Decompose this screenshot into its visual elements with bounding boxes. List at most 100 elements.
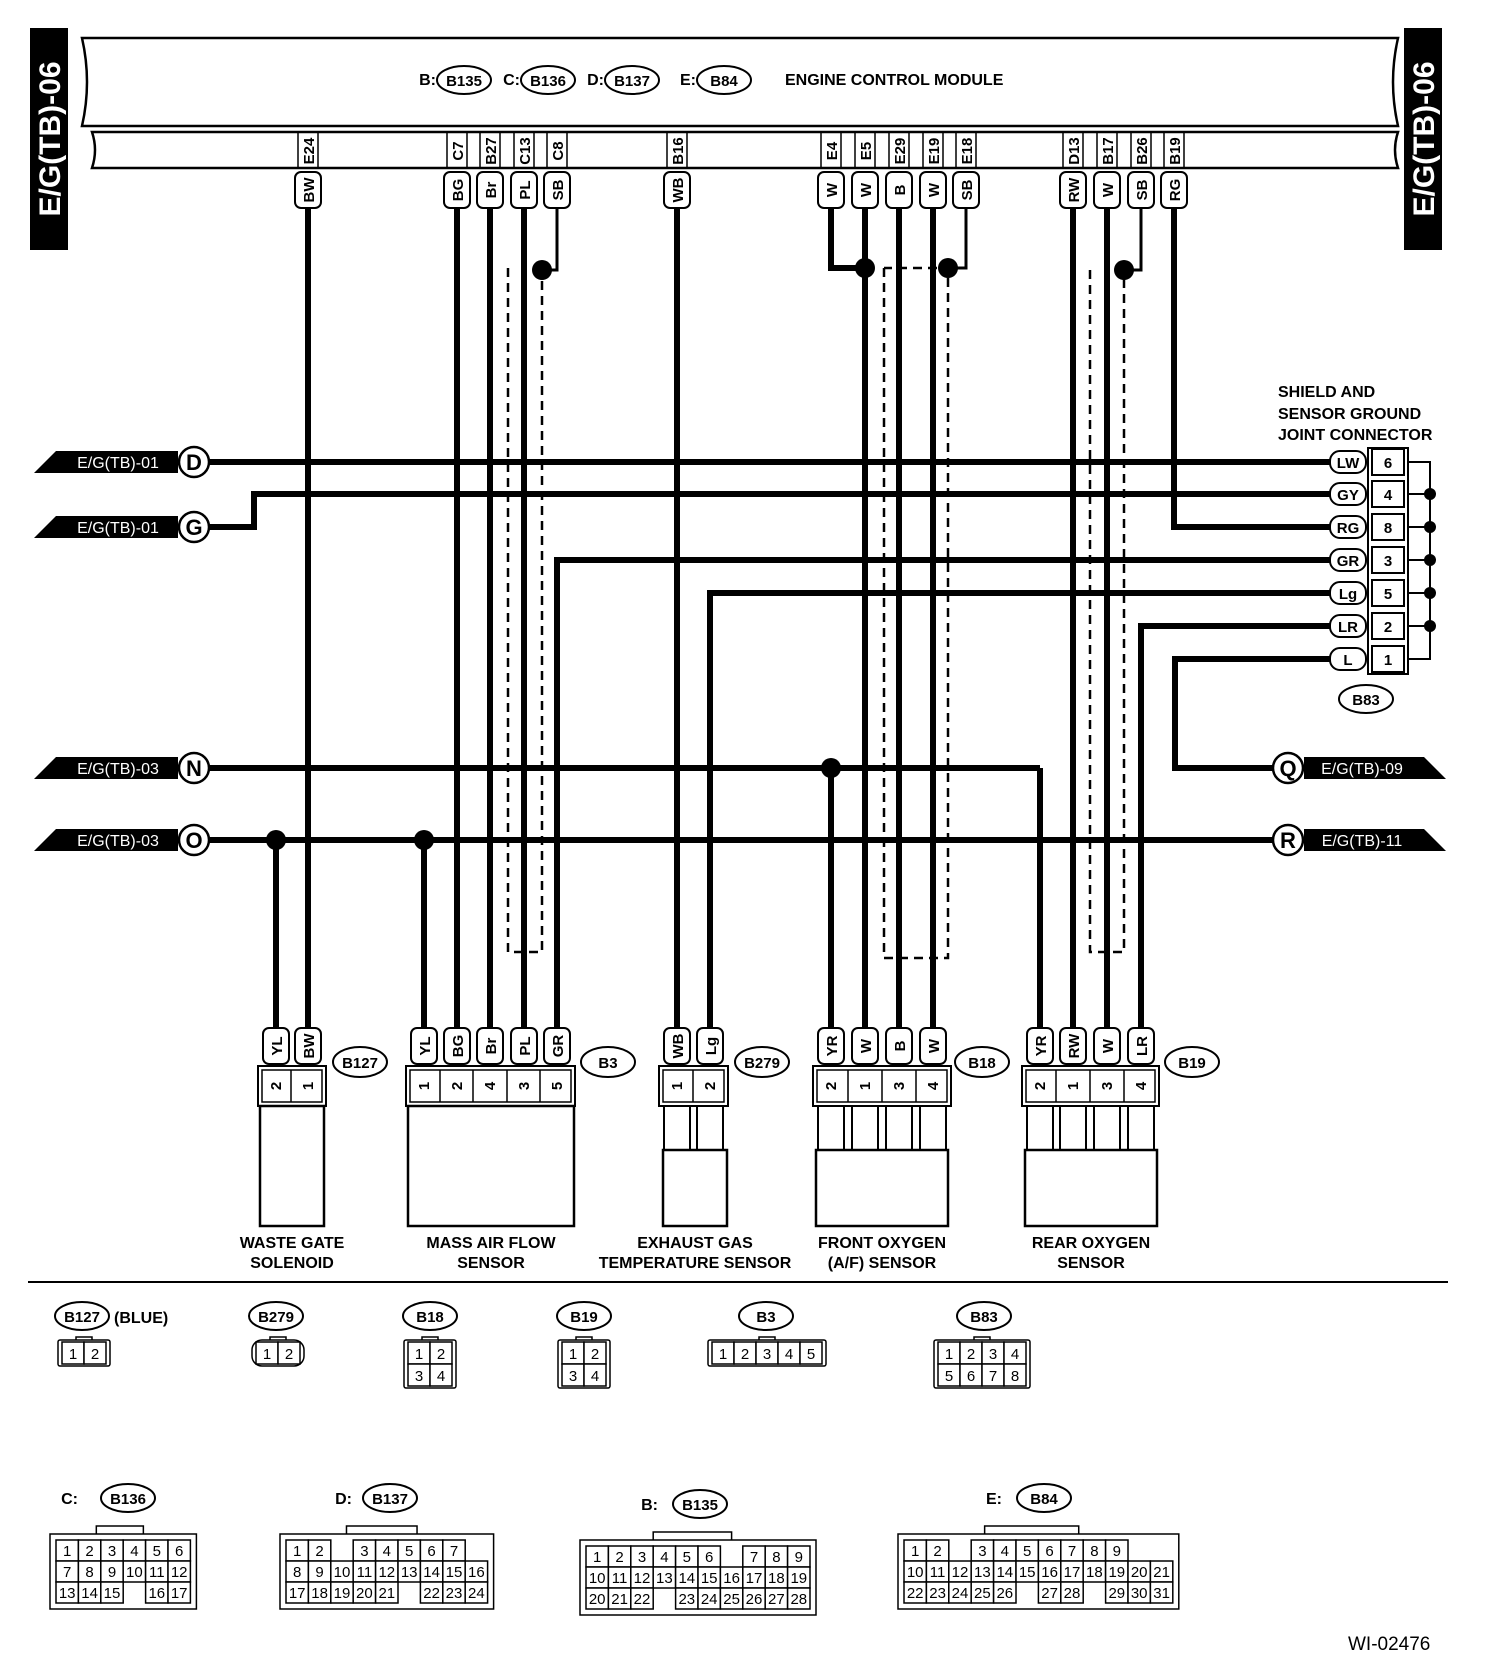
wire-color-box (294, 1027, 322, 1065)
legend-pin-cell (277, 1341, 301, 1365)
legend-pin-number: 7 (1068, 1543, 1076, 1560)
joint-wire-color: LR (1338, 619, 1358, 636)
legend-pin-number: 4 (660, 1549, 668, 1566)
legend-pin-number: 13 (401, 1564, 418, 1581)
wire-color-box (696, 1027, 724, 1065)
legend-pin-number: 19 (790, 1570, 807, 1587)
component-name-line-2: SENSOR (1057, 1255, 1125, 1272)
joint-wire-box (1329, 647, 1367, 671)
legend-pin-cell (167, 1581, 192, 1604)
legend-pin-number: 11 (149, 1564, 165, 1581)
wire-color-box (851, 1027, 879, 1065)
joint-wire-color: L (1343, 652, 1352, 669)
component-code-oval (580, 1046, 636, 1078)
legend-pin-number: 13 (656, 1570, 673, 1587)
legend-pin-number: 1 (63, 1543, 71, 1560)
component-wire-color: W (926, 1038, 943, 1053)
ecm-wire-color: RW (1066, 177, 1083, 203)
joint-title-line-1: SHIELD AND (1278, 384, 1375, 401)
ecm-wire-color: W (824, 182, 841, 197)
legend-pin-number: 4 (591, 1368, 599, 1385)
legend-pin-number: 27 (1041, 1585, 1058, 1602)
wire-color-box (919, 171, 947, 209)
legend-pin-number: 30 (1131, 1585, 1148, 1602)
wire-color-box (443, 171, 471, 209)
joint-wire-color: Lg (1339, 586, 1357, 603)
legend-pin-number: 3 (108, 1543, 116, 1560)
ecm-pin-number: E18 (959, 138, 976, 165)
ecm-wire-color: W (926, 182, 943, 197)
legend-pin-number: 9 (1113, 1543, 1121, 1560)
legend-pin-number: 6 (427, 1543, 435, 1560)
legend-pin-number: 14 (678, 1570, 695, 1587)
ecm-pin-number: D13 (1066, 137, 1083, 165)
component-wire-color: BG (450, 1035, 467, 1058)
component-wire-color: W (1100, 1038, 1117, 1053)
ecm-pin-number: E4 (824, 141, 841, 160)
legend-pin-number: 3 (569, 1368, 577, 1385)
legend-pin-number: 20 (356, 1585, 373, 1602)
component-name-line-2: (A/F) SENSOR (828, 1255, 937, 1272)
shield-b3 (506, 268, 544, 954)
component-name-line-2: SOLENOID (250, 1255, 334, 1272)
joint-pin-cell (1371, 513, 1405, 541)
legend-pin-number: 7 (450, 1543, 458, 1560)
bus-g (198, 491, 1330, 530)
legend-pin-number: 16 (723, 1570, 740, 1587)
legend-pin-number: 4 (130, 1543, 138, 1560)
legend-pin-number: 12 (952, 1564, 969, 1581)
ecm-wire-color: RG (1167, 179, 1184, 202)
legend-pin-number: 2 (967, 1346, 975, 1363)
legend-pin-number: 12 (171, 1564, 188, 1581)
component-body (258, 1104, 326, 1228)
component-name-line-1: REAR OXYGEN (1032, 1235, 1150, 1252)
wire-color-box (851, 171, 879, 209)
legend-pin-number: 4 (383, 1543, 391, 1560)
legend-pin-number: 5 (945, 1368, 953, 1385)
legend-code: B18 (416, 1309, 444, 1326)
ecm-ref-code: B137 (614, 73, 650, 90)
ecm-pin-labels: E24BWC7BGB27BrC13PLC8SBB16WBE4WE5WE29BE1… (294, 132, 1188, 209)
legend-pin-number: 21 (611, 1591, 628, 1608)
component-wire-color: GR (550, 1035, 567, 1058)
legend-pin-number: 12 (634, 1570, 651, 1587)
legend-pin-number: 11 (612, 1570, 628, 1587)
legend-code: B83 (970, 1309, 998, 1326)
wire-color-box (510, 1027, 538, 1065)
wire-color-box (1059, 1027, 1087, 1065)
wire-color-box (262, 1027, 290, 1065)
wire-b279-lg (707, 590, 1330, 1028)
legend-pin-number: 10 (589, 1570, 606, 1587)
component-name-line-1: FRONT OXYGEN (818, 1235, 946, 1252)
legend-prefix: E: (986, 1491, 1002, 1508)
ecm-ref-prefix: C: (503, 72, 520, 89)
offpage-right-circle (1271, 751, 1305, 785)
wire-color-box (1160, 171, 1188, 209)
legend-code-oval (54, 1301, 110, 1331)
legend-code-oval (100, 1483, 156, 1513)
legend-pin-number: 17 (171, 1585, 188, 1602)
offpage-right-circle (1271, 823, 1305, 857)
legend-pin-number: 6 (967, 1368, 975, 1385)
joint-bridge-dot (1424, 554, 1436, 566)
legend-code: B135 (682, 1497, 718, 1514)
offpage-left-label: E/G(TB)-01 (77, 520, 159, 537)
legend-pin-number: 22 (423, 1585, 440, 1602)
offpage-right-label: E/G(TB)-11 (1322, 833, 1403, 850)
ecm-wire-color: SB (1134, 179, 1151, 200)
component-code: B18 (968, 1055, 996, 1072)
legend-prefix: D: (335, 1491, 352, 1508)
legend-pin-cell (464, 1581, 489, 1604)
legend-pin-number: 18 (1086, 1564, 1103, 1581)
joint-pin-cell (1371, 612, 1405, 640)
legend-code: B279 (258, 1309, 294, 1326)
ecm-pin-number: E24 (301, 137, 318, 164)
legend-pin-number: 23 (929, 1585, 946, 1602)
component-code: B19 (1178, 1055, 1206, 1072)
legend-pin-number: 4 (437, 1368, 445, 1385)
legend-pin-number: 19 (1108, 1564, 1125, 1581)
legend-pin-number: 14 (996, 1564, 1013, 1581)
legend-pin-number: 9 (795, 1549, 803, 1566)
